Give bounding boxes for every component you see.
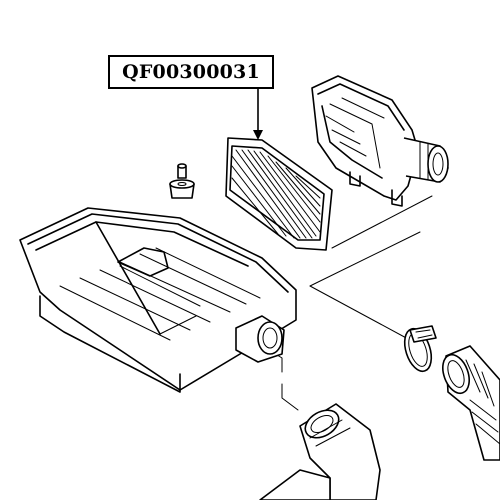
inlet-duct-hose [259, 403, 381, 500]
air-cleaner-cover [311, 75, 449, 207]
air-cleaner-lower-housing [19, 207, 297, 393]
air-filter-element [225, 137, 333, 251]
label-leader-arrow [253, 88, 263, 140]
air-intake-hose [442, 345, 500, 461]
rubber-grommet [169, 163, 195, 199]
part-number-label: QF00300031 [108, 55, 274, 89]
hose-clamp [403, 325, 437, 373]
